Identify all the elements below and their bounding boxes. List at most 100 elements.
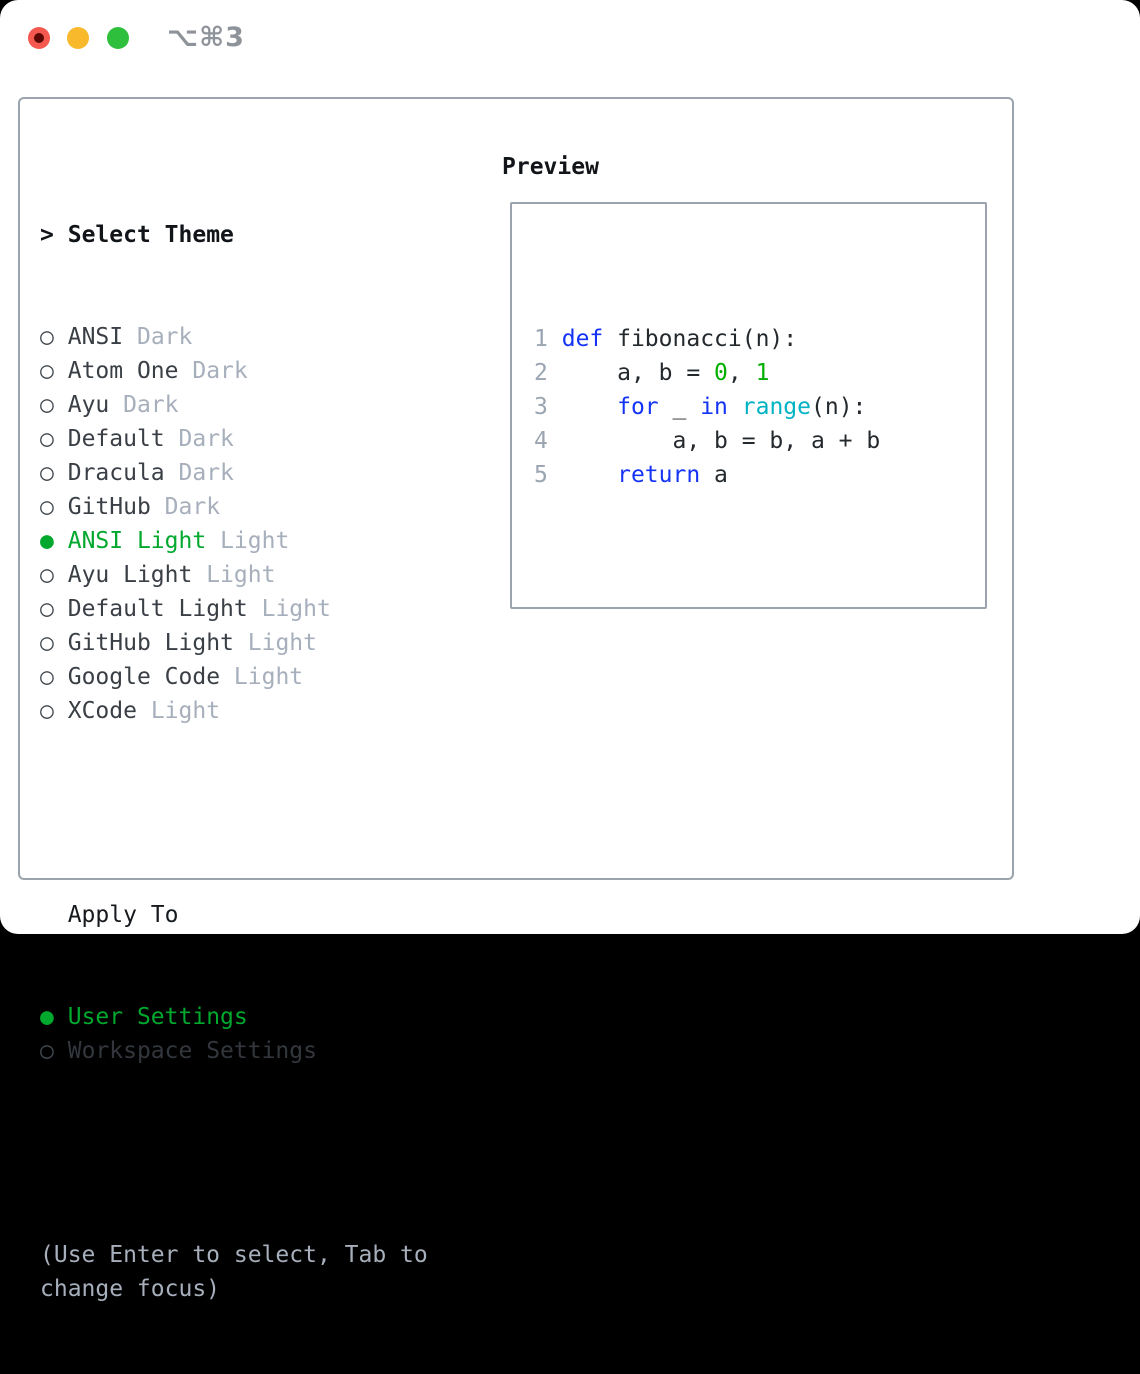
apply-option-user-settings[interactable]: ● User Settings — [40, 1000, 428, 1034]
theme-options: ○ ANSI Dark○ Atom One Dark○ Ayu Dark○ De… — [40, 320, 428, 728]
minimize-button-icon[interactable] — [67, 27, 89, 49]
theme-name: GitHub Light — [67, 630, 234, 656]
theme-option-google-code[interactable]: ○ Google Code Light — [40, 660, 428, 694]
theme-option-github[interactable]: ○ GitHub Dark — [40, 490, 428, 524]
line-number: 5 — [534, 462, 548, 488]
preview-title: Preview — [502, 154, 599, 180]
code-token — [728, 394, 742, 420]
app-window: ⌥⌘3 > Select Theme ○ ANSI Dark○ Atom One… — [0, 0, 1140, 1302]
select-theme-title: Select Theme — [67, 222, 234, 248]
theme-name: Google Code — [67, 664, 221, 690]
radio-icon: ○ — [40, 426, 54, 452]
line-number: 2 — [534, 360, 548, 386]
radio-icon: ○ — [40, 664, 54, 690]
code-token: , — [727, 360, 756, 386]
spacer-row — [40, 796, 428, 830]
theme-option-ayu[interactable]: ○ Ayu Dark — [40, 388, 428, 422]
theme-variant: Light — [247, 630, 317, 656]
theme-option-ayu-light[interactable]: ○ Ayu Light Light — [40, 558, 428, 592]
theme-list: > Select Theme ○ ANSI Dark○ Atom One Dar… — [40, 150, 428, 1374]
theme-name: ANSI — [67, 324, 124, 350]
line-number: 1 — [534, 326, 548, 352]
theme-name: ANSI Light — [67, 528, 207, 554]
theme-variant: Dark — [178, 426, 234, 452]
code-line: 1 def fibonacci(n): — [534, 322, 985, 356]
theme-variant: Dark — [123, 392, 179, 418]
apply-option-label: Workspace Settings — [67, 1038, 317, 1064]
radio-icon: ○ — [40, 324, 54, 350]
theme-option-ansi[interactable]: ○ ANSI Dark — [40, 320, 428, 354]
theme-option-default[interactable]: ○ Default Dark — [40, 422, 428, 456]
theme-name: GitHub — [67, 494, 151, 520]
titlebar: ⌥⌘3 — [0, 0, 1140, 70]
theme-name: Default — [67, 426, 165, 452]
maximize-button-icon[interactable] — [107, 27, 129, 49]
close-button-icon[interactable] — [28, 27, 50, 49]
radio-icon: ○ — [40, 698, 54, 724]
code-line: 5 return a — [534, 458, 985, 492]
code-token: for — [617, 394, 659, 420]
theme-option-atom-one[interactable]: ○ Atom One Dark — [40, 354, 428, 388]
theme-variant: Dark — [192, 358, 248, 384]
theme-variant: Dark — [164, 494, 221, 520]
radio-icon: ○ — [40, 630, 54, 656]
theme-variant: Dark — [178, 460, 234, 486]
code-token: _ — [658, 394, 701, 420]
theme-option-dracula[interactable]: ○ Dracula Dark — [40, 456, 428, 490]
code-token: fibonacci(n): — [603, 326, 798, 352]
focus-caret-icon: > — [40, 222, 54, 248]
theme-option-xcode[interactable]: ○ XCode Light — [40, 694, 428, 728]
theme-variant: Light — [206, 562, 276, 588]
radio-icon: ○ — [40, 392, 54, 418]
radio-icon: ○ — [40, 596, 54, 622]
theme-option-github-light[interactable]: ○ GitHub Light Light — [40, 626, 428, 660]
code-token: (n): — [811, 394, 867, 420]
theme-name: Ayu — [67, 392, 110, 418]
code-token: range — [741, 394, 812, 420]
code-line: 3 for _ in range(n): — [534, 390, 985, 424]
theme-name: Atom One — [67, 358, 179, 384]
radio-icon: ○ — [40, 562, 54, 588]
window-shortcut-label: ⌥⌘3 — [167, 22, 245, 53]
theme-selector-panel: > Select Theme ○ ANSI Dark○ Atom One Dar… — [18, 97, 1014, 1302]
close-dot-icon — [34, 33, 44, 43]
theme-name: Ayu Light — [67, 562, 193, 588]
code-line: 4 a, b = b, a + b — [534, 424, 985, 458]
select-theme-header: > Select Theme — [40, 218, 428, 252]
radio-icon: ○ — [40, 494, 54, 520]
line-number: 4 — [534, 428, 548, 454]
code-line: 2 a, b = 0, 1 — [534, 356, 985, 390]
theme-variant: Light — [261, 596, 331, 622]
radio-icon: ○ — [40, 460, 54, 486]
apply-option-label: User Settings — [67, 1004, 248, 1030]
code-token: def — [561, 326, 604, 352]
spacer-row — [40, 1136, 428, 1170]
apply-option-workspace-settings[interactable]: ○ Workspace Settings — [40, 1034, 428, 1068]
theme-name: Default Light — [67, 596, 248, 622]
theme-variant: Dark — [136, 324, 193, 350]
line-number: 3 — [534, 394, 548, 420]
radio-icon: ● — [40, 1004, 54, 1030]
radio-icon: ○ — [40, 358, 54, 384]
code-token: in — [700, 394, 728, 420]
code-token: a, b = b, a + b — [561, 428, 881, 454]
spacer-row — [534, 560, 985, 594]
radio-icon: ● — [40, 528, 54, 554]
code-token: a, b = — [561, 360, 715, 386]
code-token — [562, 462, 617, 488]
theme-variant: Light — [150, 698, 221, 724]
code-token — [562, 394, 617, 420]
theme-variant: Light — [220, 528, 290, 554]
help-line: (Use Enter to select, Tab to — [40, 1242, 428, 1268]
code-token: 1 — [755, 360, 770, 386]
theme-option-ansi-light[interactable]: ● ANSI Light Light — [40, 524, 428, 558]
apply-to-title: Apply To — [67, 902, 179, 928]
theme-option-default-light[interactable]: ○ Default Light Light — [40, 592, 428, 626]
radio-icon: ○ — [40, 1038, 54, 1064]
apply-to-options: ● User Settings○ Workspace Settings — [40, 1000, 428, 1068]
code-token: 0 — [714, 360, 728, 386]
code-token: a — [700, 462, 728, 488]
